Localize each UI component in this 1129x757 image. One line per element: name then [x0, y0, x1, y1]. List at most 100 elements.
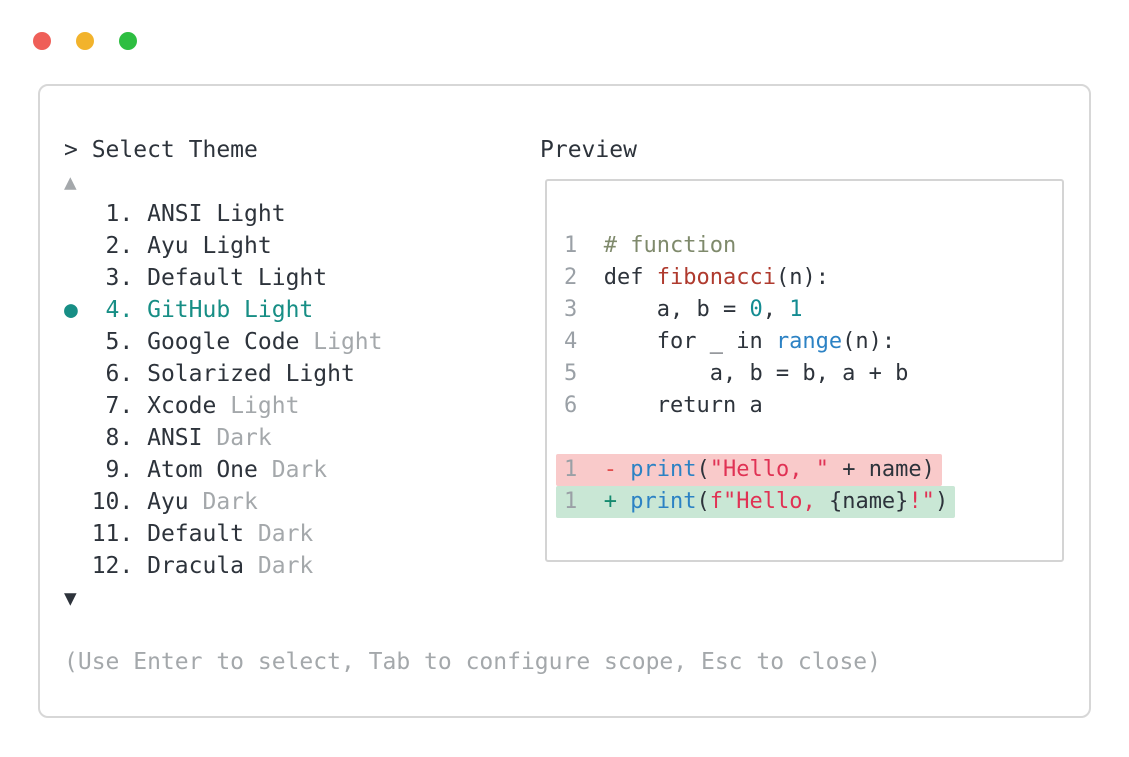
theme-option-7[interactable]: 7. Xcode Light	[64, 390, 383, 422]
theme-option-name: Atom One	[147, 457, 272, 483]
scroll-up-icon[interactable]: ▲	[64, 170, 77, 194]
code-token: (n):	[842, 329, 896, 354]
minimize-button[interactable]	[76, 32, 94, 50]
window-controls	[33, 32, 137, 50]
theme-option-name: Ayu	[147, 233, 203, 259]
theme-option-prefix: 3.	[64, 265, 148, 291]
diff-highlight: 1 + print(f"Hello, {name}!")	[556, 486, 956, 518]
theme-option-variant: Light	[285, 361, 355, 387]
theme-option-6[interactable]: 6. Solarized Light	[64, 358, 383, 390]
theme-option-variant: Dark	[257, 521, 314, 547]
theme-option-name: Default	[147, 265, 258, 291]
line-number: 4	[564, 329, 604, 354]
code-token: a, b =	[603, 297, 750, 322]
theme-option-8[interactable]: 8. ANSI Dark	[64, 422, 383, 454]
theme-option-name: ANSI	[147, 201, 217, 227]
selected-bullet-icon: ● 4.	[64, 297, 148, 323]
line-number: 1	[564, 233, 604, 258]
code-token: )	[934, 489, 949, 514]
code-token: print	[630, 489, 697, 514]
theme-option-variant: Dark	[202, 489, 258, 515]
code-token: 1	[789, 297, 803, 322]
theme-option-2[interactable]: 2. Ayu Light	[64, 230, 383, 262]
line-number: 3	[564, 297, 604, 322]
code-token: (	[696, 457, 710, 482]
theme-option-variant: Light	[230, 393, 300, 419]
code-token: {name}	[828, 489, 909, 514]
code-line: 3 a, b = 0, 1	[564, 294, 1062, 326]
main-window: > Select Theme ▲ 1. ANSI Light 2. Ayu Li…	[38, 84, 1091, 718]
code-token: # function	[603, 233, 737, 258]
theme-option-name: Ayu	[147, 489, 203, 515]
scroll-down-icon[interactable]: ▼	[64, 586, 77, 610]
code-token: "Hello, "	[709, 457, 829, 482]
code-token: + name)	[828, 457, 935, 482]
theme-option-variant: Dark	[216, 425, 272, 451]
diff-removed-line: 1 - print("Hello, " + name)	[556, 454, 1062, 486]
theme-option-variant: Light	[313, 329, 383, 355]
theme-option-variant: Light	[202, 233, 272, 259]
code-token: a, b = b, a + b	[603, 361, 909, 386]
line-number: 5	[564, 361, 604, 386]
code-line: 4 for _ in range(n):	[564, 326, 1062, 358]
line-number: 1	[564, 457, 604, 482]
code-token: -	[603, 457, 631, 482]
code-token: return a	[603, 393, 763, 418]
line-number: 1	[564, 489, 604, 514]
theme-picker: > Select Theme ▲ 1. ANSI Light 2. Ayu Li…	[64, 134, 383, 614]
code-token: +	[603, 489, 631, 514]
code-token: def	[603, 265, 657, 290]
theme-option-variant: Light	[216, 201, 286, 227]
theme-option-name: Google Code	[147, 329, 314, 355]
theme-picker-title: > Select Theme	[64, 137, 258, 163]
theme-option-prefix: 10.	[64, 489, 148, 515]
theme-option-variant: Dark	[271, 457, 328, 483]
code-token: !"	[908, 489, 935, 514]
code-line: 5 a, b = b, a + b	[564, 358, 1062, 390]
theme-option-name: Default	[147, 521, 258, 547]
theme-option-variant: Dark	[257, 553, 314, 579]
theme-option-9[interactable]: 9. Atom One Dark	[64, 454, 383, 486]
code-line: 2 def fibonacci(n):	[564, 262, 1062, 294]
code-line: 6 return a	[564, 390, 1062, 422]
theme-option-5[interactable]: 5. Google Code Light	[64, 326, 383, 358]
code-token: ,	[762, 297, 790, 322]
code-token: for _ in	[603, 329, 776, 354]
theme-option-name: Xcode	[147, 393, 231, 419]
code-line	[564, 422, 1062, 454]
theme-option-name: Dracula	[147, 553, 258, 579]
code-token: f"Hello,	[709, 489, 829, 514]
theme-option-name: GitHub	[147, 297, 245, 323]
theme-option-10[interactable]: 10. Ayu Dark	[64, 486, 383, 518]
theme-option-prefix: 8.	[64, 425, 148, 451]
code-token: (n):	[775, 265, 829, 290]
theme-option-prefix: 11.	[64, 521, 148, 547]
close-button[interactable]	[33, 32, 51, 50]
theme-option-name: ANSI	[147, 425, 217, 451]
theme-option-variant: Light	[257, 265, 328, 291]
theme-option-prefix: 2.	[64, 233, 148, 259]
theme-option-name: Solarized	[147, 361, 286, 387]
theme-option-3[interactable]: 3. Default Light	[64, 262, 383, 294]
theme-option-12[interactable]: 12. Dracula Dark	[64, 550, 383, 582]
diff-highlight: 1 - print("Hello, " + name)	[556, 454, 942, 486]
theme-option-prefix: 12.	[64, 553, 148, 579]
theme-option-prefix: 6.	[64, 361, 148, 387]
code-token: range	[775, 329, 843, 354]
code-line: 1 # function	[564, 230, 1062, 262]
preview-label: Preview	[540, 137, 637, 163]
theme-option-prefix: 9.	[64, 457, 148, 483]
keyboard-hint: (Use Enter to select, Tab to configure s…	[64, 649, 881, 675]
theme-option-4[interactable]: ● 4. GitHub Light	[64, 294, 383, 326]
zoom-button[interactable]	[119, 32, 137, 50]
theme-option-variant: Light	[244, 297, 314, 323]
code-token: 0	[749, 297, 763, 322]
code-token: (	[696, 489, 710, 514]
theme-option-1[interactable]: 1. ANSI Light	[64, 198, 383, 230]
diff-added-line: 1 + print(f"Hello, {name}!")	[556, 486, 1062, 518]
theme-option-11[interactable]: 11. Default Dark	[64, 518, 383, 550]
theme-option-prefix: 7.	[64, 393, 148, 419]
